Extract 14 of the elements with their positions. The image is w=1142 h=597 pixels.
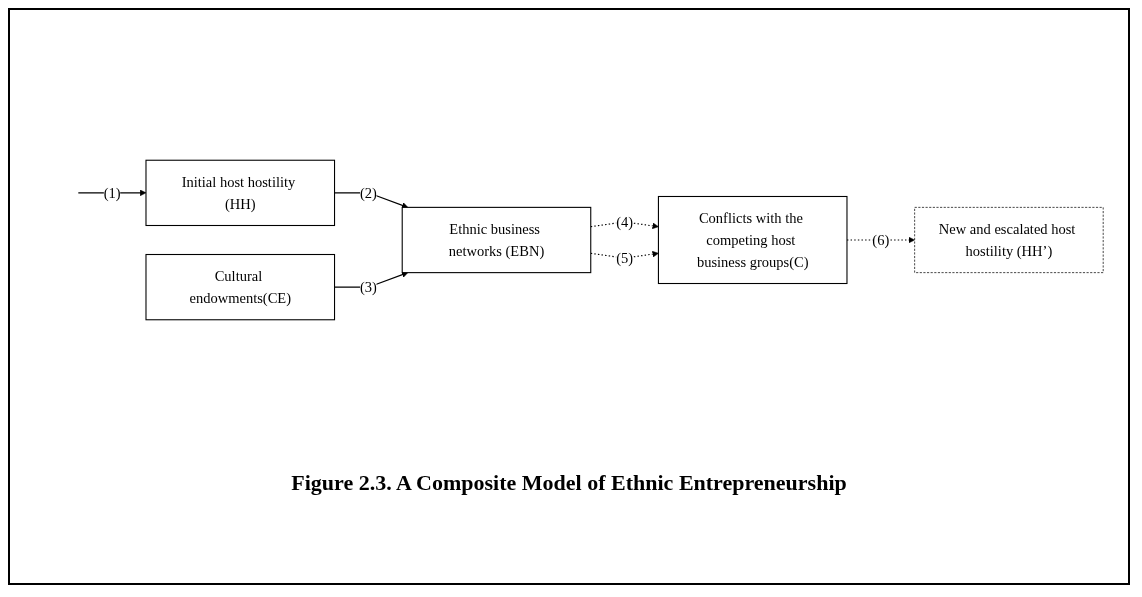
node-box: Initial host hostility (HH) [145,159,336,227]
node-box: Conflicts with the competing host business groups(C) [657,195,848,285]
node-box: Ethnic business networks (EBN) [401,206,592,274]
edge-label: (4) [616,213,634,230]
arrow [334,271,409,288]
edge-label: (6) [872,232,890,248]
edge-label: (3) [359,279,377,296]
arrow [334,192,409,209]
node-box: Cultural endowments(CE) [145,253,336,321]
edge-label: (2) [359,184,377,201]
node-box: New and escalated host hostility (HH’) [914,207,1104,273]
figure-caption: Figure 2.3. A Composite Model of Ethnic Entrepreneurship [291,470,847,496]
edge-label: (5) [616,250,634,267]
edge-label: (1) [103,184,121,201]
